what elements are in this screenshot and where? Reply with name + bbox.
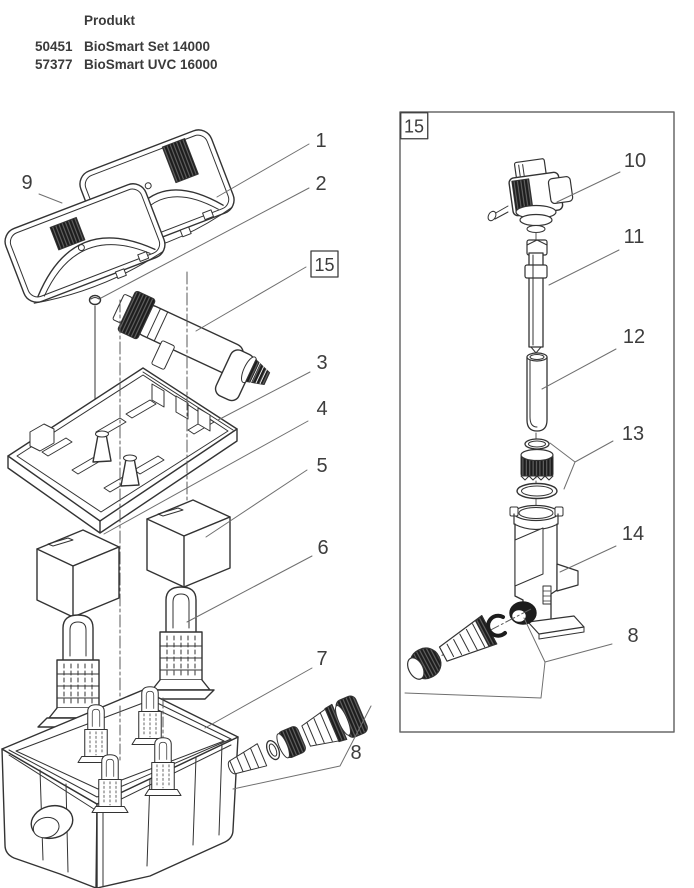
callout-9: 9 xyxy=(21,172,32,194)
callout-4: 4 xyxy=(316,398,327,420)
callout-11: 11 xyxy=(624,226,645,248)
article-number: 57377 xyxy=(35,57,73,72)
seal-set-drawing xyxy=(516,432,558,508)
hose-fittings-drawing xyxy=(227,695,368,775)
inset-panel-frame xyxy=(399,111,675,733)
callout-13: 13 xyxy=(622,423,644,445)
uvc-housing-drawing xyxy=(509,504,585,640)
leader-lines xyxy=(38,143,621,790)
callout-12: 12 xyxy=(623,326,645,348)
inset-fittings-drawing xyxy=(407,608,532,680)
uvc-tube-drawing xyxy=(524,232,548,354)
callout-7: 7 xyxy=(316,648,327,670)
product-name: BioSmart UVC 16000 xyxy=(84,57,218,72)
inset-tag-15: 15 xyxy=(404,117,424,137)
callout-10: 10 xyxy=(624,150,646,172)
callout-3: 3 xyxy=(316,352,327,374)
product-column-header: Produkt xyxy=(84,13,136,28)
container-axis-lines xyxy=(119,697,164,763)
callout-14: 14 xyxy=(622,523,644,545)
foam-block-right-drawing xyxy=(146,499,231,588)
uvc-unit-compact-drawing xyxy=(112,290,271,402)
quartz-glass-drawing xyxy=(526,352,548,432)
lid-bottom-drawing xyxy=(4,183,166,304)
callout-8: 8 xyxy=(350,742,361,764)
inset-tag-box xyxy=(400,112,429,140)
callout-15-box xyxy=(310,250,339,278)
foam-holder-right-drawing xyxy=(140,586,215,700)
callout-2: 2 xyxy=(315,173,326,195)
product-name: BioSmart Set 14000 xyxy=(84,39,211,54)
article-number: 50451 xyxy=(35,39,73,54)
callout-15: 15 xyxy=(314,255,334,275)
foam-block-left-drawing xyxy=(36,529,120,618)
callout-5: 5 xyxy=(316,455,327,477)
container-drawing xyxy=(1,689,239,888)
callout-labels: 1 2 15 3 4 5 6 7 8 9 15 10 11 12 13 14 8 xyxy=(21,112,646,764)
callout-1: 1 xyxy=(315,130,326,152)
callout-6: 6 xyxy=(317,537,328,559)
callout-8-inset: 8 xyxy=(627,625,638,647)
uvc-head-drawing xyxy=(487,158,574,233)
tray-drawing xyxy=(7,367,238,534)
